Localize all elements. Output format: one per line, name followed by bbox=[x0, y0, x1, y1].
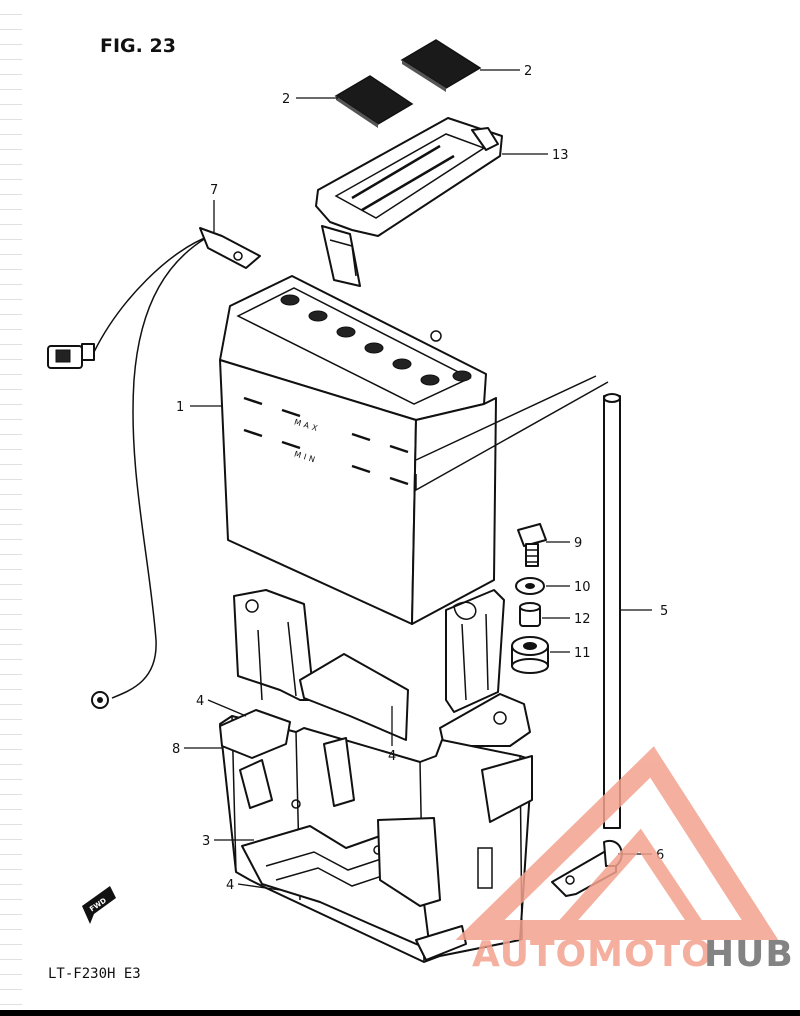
watermark-text-main: AUTOMOTO bbox=[472, 934, 713, 975]
callout-3: 3 bbox=[202, 834, 210, 849]
forward-arrow-icon: FWD bbox=[82, 886, 116, 924]
callout-2-lower: 2 bbox=[282, 92, 290, 107]
bottom-border bbox=[0, 1010, 800, 1016]
collar bbox=[519, 602, 541, 627]
callout-4-side: 4 bbox=[196, 694, 204, 709]
callout-4-floor: 4 bbox=[226, 878, 234, 893]
callout-numbers: 2 2 13 7 1 9 10 12 11 5 4 4 8 3 4 6 bbox=[172, 64, 668, 893]
callout-5: 5 bbox=[660, 604, 668, 619]
callout-1: 1 bbox=[176, 400, 184, 415]
battery: MAX MIN bbox=[219, 275, 497, 625]
callout-11: 11 bbox=[574, 646, 591, 661]
callout-9: 9 bbox=[574, 536, 582, 551]
callout-13: 13 bbox=[552, 148, 569, 163]
callout-6: 6 bbox=[656, 848, 664, 863]
cushion bbox=[511, 636, 549, 674]
callout-10: 10 bbox=[574, 580, 591, 595]
bolt bbox=[517, 523, 547, 567]
pad-lower bbox=[334, 75, 414, 128]
callout-2-upper: 2 bbox=[524, 64, 532, 79]
model-code: LT-F230H E3 bbox=[48, 966, 141, 982]
watermark: AUTOMOTO HUB bbox=[455, 746, 794, 975]
washer bbox=[515, 577, 545, 595]
rubber-pad-side bbox=[219, 709, 291, 759]
battery-lead-wire bbox=[47, 227, 261, 709]
callout-7: 7 bbox=[210, 183, 218, 198]
battery-holder bbox=[219, 589, 533, 963]
watermark-text-accent: HUB bbox=[704, 934, 794, 975]
figure-title: FIG. 23 bbox=[100, 35, 176, 57]
rubber-pad-rear bbox=[299, 653, 409, 741]
callout-8: 8 bbox=[172, 742, 180, 757]
battery-terminals bbox=[280, 294, 472, 386]
breather-tube bbox=[415, 375, 621, 829]
callout-4-rear: 4 bbox=[388, 749, 396, 764]
pad-upper bbox=[400, 39, 482, 92]
scan-edge-noise bbox=[0, 0, 22, 1016]
callout-12: 12 bbox=[574, 612, 591, 627]
battery-strap bbox=[315, 117, 503, 287]
